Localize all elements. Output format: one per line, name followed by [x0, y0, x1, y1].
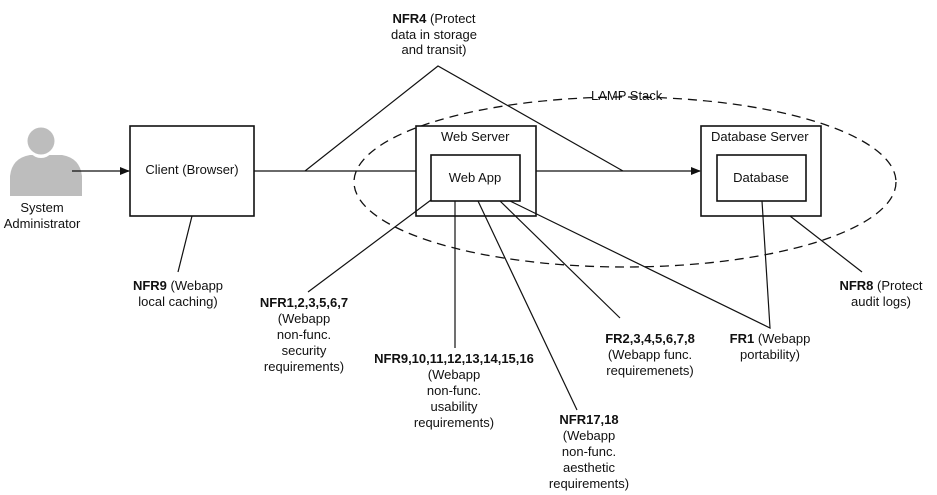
nfr4-annotation-line3: and transit): [401, 42, 466, 57]
fr1-annotation-line2: portability): [740, 347, 800, 362]
person-icon: [10, 124, 82, 196]
nfr8-annotation-line2: audit logs): [851, 294, 911, 309]
nfr-usability-annotation-line1: NFR9,10,11,12,13,14,15,16: [374, 351, 534, 366]
nfr9-cache-connector: [177, 215, 193, 273]
database-label: Database: [733, 170, 789, 185]
nfr-aesthetic-annotation-line5: requirements): [549, 476, 629, 491]
nfr-security-annotation-line3: non-func.: [277, 327, 331, 342]
fr1-connector: [509, 200, 771, 329]
nfr-security-annotation-line2: (Webapp: [278, 311, 331, 326]
fr1-annotation-line1: FR1 (Webapp: [730, 331, 811, 346]
fr-func-annotation-line2: (Webapp func.: [608, 347, 692, 362]
client-box: [129, 125, 255, 217]
web-app-label: Web App: [449, 170, 502, 185]
nfr-security-annotation-line4: security: [282, 343, 327, 358]
nfr-aesthetic-connector: [477, 200, 578, 411]
database-server-label: Database Server: [711, 129, 809, 144]
database-box: [716, 154, 807, 202]
lamp-stack-boundary: [353, 96, 897, 268]
fr-func-annotation-line1: FR2,3,4,5,6,7,8: [605, 331, 695, 346]
nfr-aesthetic-annotation-line4: aesthetic: [563, 460, 616, 475]
actor-label-line2: Administrator: [4, 216, 81, 231]
nfr-security-annotation-line1: NFR1,2,3,5,6,7: [260, 295, 348, 310]
nfr-security-connector: [307, 199, 432, 293]
nfr4-annotation-line1: NFR4 (Protect: [392, 11, 475, 26]
lamp-stack-label: LAMP Stack: [591, 88, 663, 103]
nfr4-connector: [304, 65, 624, 172]
nfr9-cache-annotation-line1: NFR9 (Webapp: [133, 278, 223, 293]
nfr9-cache-annotation-line2: local caching): [138, 294, 218, 309]
fr-func-annotation-line3: requiremenets): [606, 363, 693, 378]
client-label: Client (Browser): [145, 162, 238, 177]
nfr-usability-annotation-line3: non-func.: [427, 383, 481, 398]
nfr8-annotation-line1: NFR8 (Protect: [839, 278, 922, 293]
nfr-aesthetic-annotation-line2: (Webapp: [563, 428, 616, 443]
nfr8-connector: [789, 215, 863, 273]
nfr-security-annotation-line5: requirements): [264, 359, 344, 374]
web-server-label: Web Server: [441, 129, 510, 144]
nfr-usability-annotation-line4: usability: [431, 399, 478, 414]
nfr-usability-annotation-line2: (Webapp: [428, 367, 481, 382]
nfr-aesthetic-annotation-line1: NFR17,18: [559, 412, 618, 427]
web-app-box: [430, 154, 521, 202]
nfr-aesthetic-annotation-line3: non-func.: [562, 444, 616, 459]
fr-func-connector: [499, 200, 621, 319]
nfr-usability-annotation-line5: requirements): [414, 415, 494, 430]
nfr4-annotation-line2: data in storage: [391, 27, 477, 42]
actor-label-line1: System: [20, 200, 63, 215]
